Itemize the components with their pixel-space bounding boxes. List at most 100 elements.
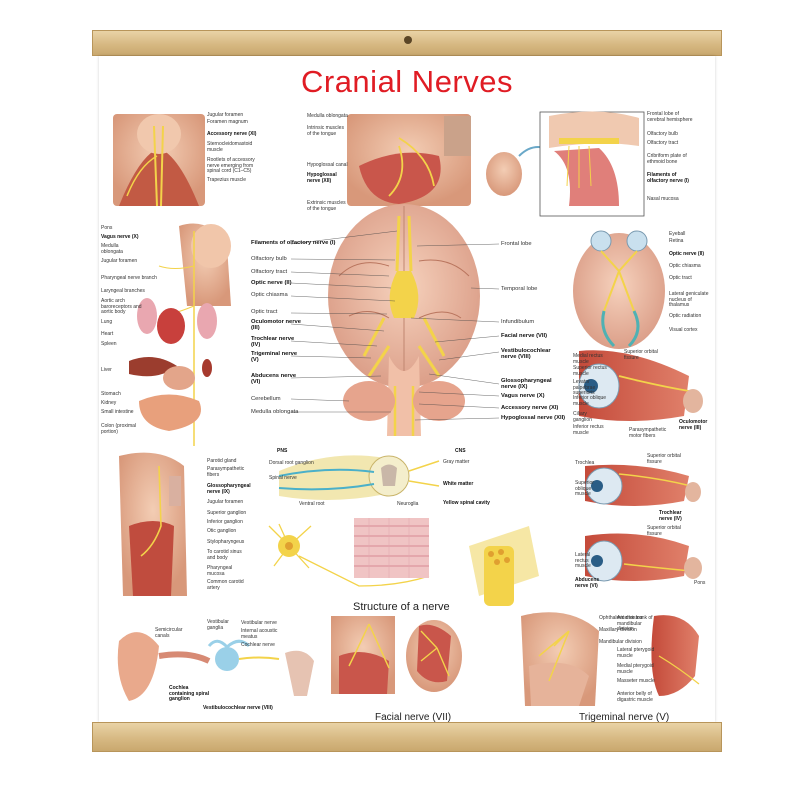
trigeminal-nerve-illustration — [521, 612, 700, 706]
label-ab-pons: Pons — [694, 580, 706, 586]
label-optic-chiasma-panel: Optic chiasma — [669, 263, 701, 269]
label-gl-parasympathetic: Parasympathetic fibers — [207, 466, 245, 478]
poster-artwork — [113, 111, 703, 706]
label-vestibulocochlear-nerve: Vestibulocochlear nerve (VIII) — [501, 348, 551, 361]
label-ab-abducens-nerve: Abducens nerve (VI) — [575, 577, 600, 589]
label-glossopharyngeal-nerve: Glossopharyngeal nerve (IX) — [501, 378, 552, 391]
label-infundibulum: Infundibulum — [501, 319, 535, 325]
hanger-hole — [404, 36, 412, 44]
label-neck-sternocleidomastoid: Sternocleidomastoid muscle — [207, 141, 253, 153]
label-sp-neuroglia: Neuroglia — [397, 501, 419, 507]
label-trigeminal-nerve: Trigeminal nerve (V) — [251, 351, 298, 364]
label-oc-superior-orbital-fissure: Superior orbital fissure — [624, 349, 658, 361]
label-sp-spinal-cavity: Yellow spinal cavity — [443, 500, 490, 506]
label-neck-jugular-foramen: Jugular foramen — [207, 112, 244, 118]
label-tr-trochlea: Trochlea — [575, 460, 595, 466]
label-trochlear-nerve: Trochlear nerve (IV) — [251, 336, 295, 349]
abducens-eye-illustration — [585, 533, 702, 582]
label-medulla-oblongata: Medulla oblongata — [251, 409, 299, 415]
label-ear-cochlear-nerve: Cochlear nerve — [241, 642, 275, 648]
poster-title: Cranial Nerves — [300, 64, 513, 99]
label-optic-retina: Retina — [669, 238, 684, 244]
label-sp-gray-matter: Gray matter — [443, 459, 470, 465]
label-olf-mucosa: Nasal mucosa — [647, 196, 679, 202]
label-vagus-liver: Liver — [101, 367, 112, 373]
neuron-illustration — [268, 523, 430, 587]
label-gl-pharyngeal-mucosa: Pharyngeal mucosa — [207, 565, 233, 577]
label-olfactory-tract: Olfactory tract — [251, 269, 288, 275]
label-frontal-lobe: Frontal lobe — [501, 241, 532, 247]
label-optic-visual-cortex: Visual cortex — [669, 327, 698, 333]
bottom-wooden-rail — [92, 722, 722, 752]
label-ear-vestibulocochlear: Vestibulocochlear nerve (VIII) — [203, 705, 273, 711]
label-olf-bulb: Olfactory bulb — [647, 131, 678, 137]
facial-nerve-illustration — [331, 616, 462, 694]
label-gl-otic-ganglion: Otic ganglion — [207, 528, 237, 534]
label-oc-medial-rectus: Medial rectus muscle — [573, 353, 603, 365]
label-neck-accessory-nerve: Accessory nerve (XI) — [207, 131, 257, 137]
label-gl-parotid: Parotid gland — [207, 458, 237, 464]
label-gl-common-carotid: Common carotid artery — [207, 579, 244, 591]
label-gl-jugular: Jugular foramen — [207, 499, 244, 505]
optic-nerve-illustration — [573, 230, 665, 349]
label-olf-frontal-lobe: Frontal lobe of cerebral hemisphere — [647, 111, 693, 123]
poster-sheet: Cranial Nerves — [99, 56, 715, 723]
label-tg-mandibular: Mandibular division — [599, 639, 642, 645]
label-vagus-stomach: Stomach — [101, 391, 121, 397]
label-optic-chiasma: Optic chiasma — [251, 292, 288, 298]
trochlear-eye-illustration — [585, 464, 701, 506]
label-tg-masseter: Masseter muscle — [617, 678, 655, 684]
label-oc-parasympathetic: Parasympathetic motor fibers — [629, 427, 667, 439]
label-vagus-spleen: Spleen — [101, 341, 117, 347]
hypoglossal-nerve-illustration — [347, 114, 471, 206]
label-hypoglossal-nerve: Hypoglossal nerve (XII) — [501, 415, 566, 421]
spinal-cord-illustration — [278, 455, 440, 500]
vagus-nerve-illustration — [129, 223, 231, 446]
label-ear-internal-acoustic: Internal acoustic meatus — [241, 628, 278, 640]
label-facial-nerve: Facial nerve (VII) — [501, 333, 548, 339]
label-sp-pns: PNS — [277, 448, 288, 454]
label-sp-cns: CNS — [455, 448, 466, 454]
top-wooden-rail — [92, 30, 722, 56]
label-optic-nerve: Optic nerve (II) — [251, 280, 292, 286]
label-neck-foramen-magnum: Foramen magnum — [207, 119, 248, 125]
label-optic-radiation: Optic radiation — [669, 313, 702, 319]
label-vagus-laryngeal: Laryngeal branches — [101, 288, 145, 294]
label-ear-vestibular-nerve: Vestibular nerve — [241, 620, 277, 626]
label-vagus-lung: Lung — [101, 319, 113, 325]
vestibulocochlear-illustration — [117, 632, 314, 701]
label-neck-rootlets: Rootlets of accessory nerve emerging fro… — [207, 157, 255, 174]
label-oc-oculomotor-nerve: Oculomotor nerve (III) — [679, 419, 708, 431]
label-abducens-nerve: Abducens nerve (VI) — [251, 373, 297, 386]
caption-trigeminal-nerve: Trigeminal nerve (V) — [579, 712, 670, 723]
label-oculomotor-nerve: Oculomotor nerve (III) — [251, 319, 301, 332]
label-tg-medial-pterygoid: Medial pterygoid muscle — [617, 663, 654, 675]
label-olf-cribriform: Cribriform plate of ethmoid bone — [647, 153, 687, 165]
label-vagus-colon: Colon (proximal portion) — [101, 423, 137, 435]
label-tg-digastric: Anterior belly of digastric muscle — [617, 691, 653, 703]
label-oc-inferior-rectus: Inferior rectus muscle — [573, 424, 604, 436]
brain-leader-lines — [290, 230, 500, 421]
label-vagus-medulla: Medulla oblongata — [101, 243, 123, 255]
label-gl-inferior-ganglion: Inferior ganglion — [207, 519, 243, 525]
label-vagus-jugular: Jugular foramen — [101, 258, 138, 264]
label-optic-eyeball: Eyeball — [669, 231, 686, 237]
label-oc-levator: Levator palpebrae superioris — [573, 379, 596, 396]
olfactory-nerve-illustration — [486, 111, 645, 217]
nerve-bundle-illustration — [469, 526, 539, 606]
label-olf-filaments: Filaments of olfactory nerve (I) — [647, 172, 689, 184]
label-tongue-extrinsic: Extrinsic muscles of the tongue — [307, 200, 346, 212]
glossopharyngeal-illustration — [119, 452, 187, 596]
caption-structure-of-nerve: Structure of a nerve — [353, 601, 450, 613]
label-temporal-lobe: Temporal lobe — [501, 286, 538, 292]
label-tg-anterior-trunk: Anterior trunk of mandibular division — [617, 615, 653, 632]
label-oc-superior-rectus: Superior rectus muscle — [573, 365, 607, 377]
label-ear-vestibular-ganglia: Vestibular ganglia — [207, 619, 229, 631]
label-gl-nerve: Glossopharyngeal nerve (IX) — [207, 483, 251, 495]
label-tr-superior-orbital-fissure: Superior orbital fissure — [647, 453, 681, 465]
label-gl-superior-ganglion: Superior ganglion — [207, 510, 247, 516]
label-sp-ventral-root: Ventral root — [299, 501, 325, 507]
label-accessory-nerve: Accessory nerve (XI) — [501, 405, 559, 411]
oculomotor-eye-illustration — [578, 350, 703, 421]
label-vagus-pons: Pons — [101, 225, 113, 231]
